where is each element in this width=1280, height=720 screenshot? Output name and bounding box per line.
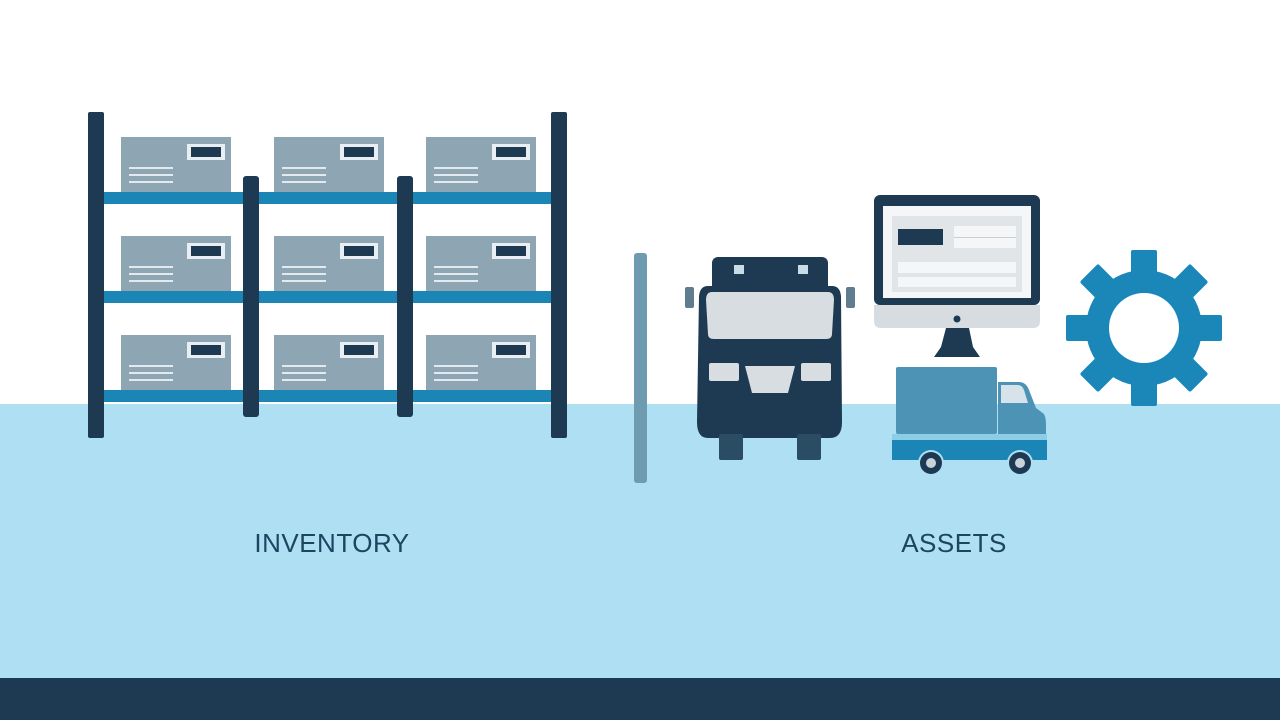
- vertical-divider: [634, 253, 647, 483]
- delivery-truck-icon: [892, 367, 1047, 476]
- inventory-label: INVENTORY: [254, 528, 410, 558]
- warehouse-shelving-icon: [88, 112, 567, 438]
- footer-bar: [0, 678, 1280, 720]
- truck-front-icon: [685, 257, 855, 460]
- gear-icon: [1066, 250, 1222, 406]
- computer-monitor-icon: [874, 195, 1040, 357]
- assets-label: ASSETS: [901, 528, 1007, 558]
